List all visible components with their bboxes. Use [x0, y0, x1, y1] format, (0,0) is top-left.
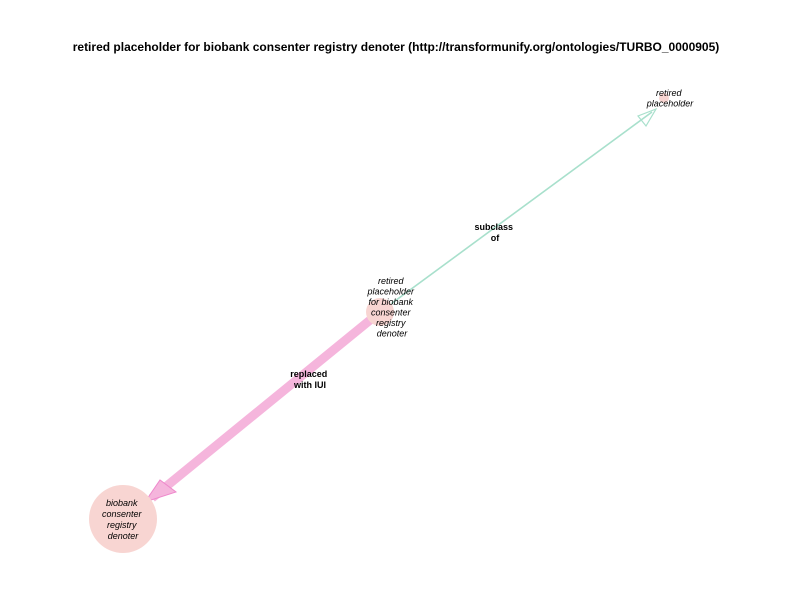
subclass-edge [379, 111, 653, 313]
center-node-label-line: consenter [371, 308, 412, 318]
center-node-label-line: registry [376, 318, 406, 328]
parent-node-label-line: retired [656, 88, 683, 98]
subclass-arrowhead [637, 107, 658, 128]
diagram-title: retired placeholder for biobank consente… [72, 40, 720, 54]
center-node[interactable] [366, 298, 394, 326]
center-node-label: retired placeholder for biobank consente… [366, 276, 416, 339]
center-node-label-line: denoter [377, 329, 409, 339]
replacement-node-label-line: registry [107, 520, 137, 530]
replaced-edge-label-line: with IUI [293, 380, 326, 390]
replacement-node-label-line: consenter [102, 509, 143, 519]
subclass-edge-label: subclass of [474, 222, 515, 243]
parent-node[interactable] [659, 93, 669, 103]
replaced-arrowhead [143, 479, 178, 503]
replacement-node-label: biobank consenter registry denoter [102, 498, 144, 541]
replacement-node-label-line: denoter [108, 531, 140, 541]
replacement-node-label-line: biobank [106, 498, 138, 508]
replaced-edge [149, 308, 383, 502]
center-node-label-line: placeholder [366, 287, 415, 297]
parent-node-label-line: placeholder [646, 99, 695, 109]
parent-node-label: retired placeholder [646, 88, 695, 109]
center-node-label-line: for biobank [368, 297, 413, 307]
subclass-edge-label-line: subclass [474, 222, 513, 232]
center-node-label-line: retired [378, 276, 405, 286]
replaced-edge-label-line: replaced [290, 369, 327, 379]
replaced-edge-label: replaced with IUI [290, 369, 330, 390]
replacement-node[interactable] [89, 485, 157, 553]
subclass-edge-label-line: of [491, 233, 500, 243]
